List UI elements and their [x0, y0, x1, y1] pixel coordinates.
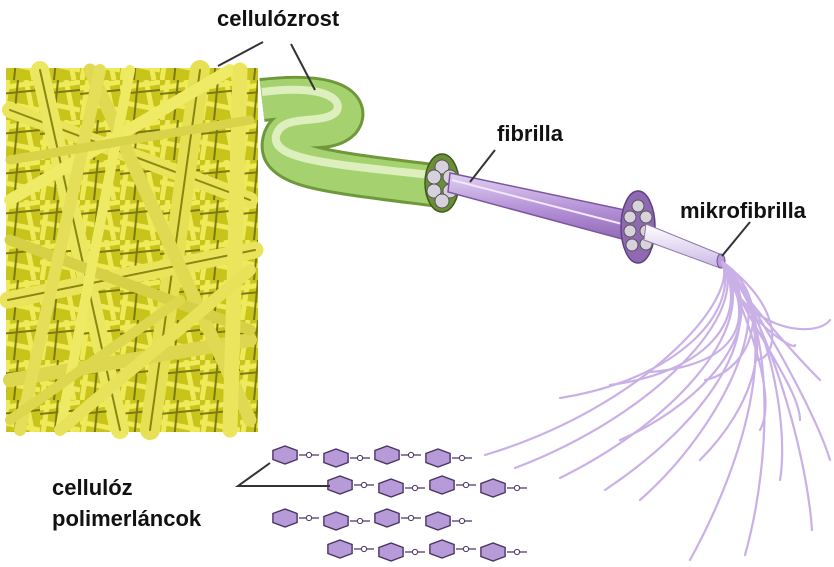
- cellulose-fiber-tube: [262, 90, 440, 186]
- polymer-chain-row: [328, 540, 527, 561]
- glucose-ring: [430, 540, 454, 558]
- oxygen-atom: [459, 518, 464, 523]
- polymer-chain-row: [273, 509, 472, 530]
- fibril-leader-line: [470, 150, 495, 182]
- glucose-ring: [375, 446, 399, 464]
- microfibril-tube: [644, 224, 725, 268]
- microfibril-label: mikrofibrilla: [680, 198, 806, 224]
- glucose-ring: [324, 449, 348, 467]
- glucose-ring: [328, 540, 352, 558]
- polymer-chains-label: cellulóz polimerláncok: [52, 472, 201, 534]
- glucose-ring: [426, 512, 450, 530]
- chains-leader-lines: [238, 463, 330, 486]
- microfibril-strand: [722, 262, 812, 530]
- glucose-ring: [430, 476, 454, 494]
- glucose-ring: [324, 512, 348, 530]
- oxygen-atom: [412, 549, 417, 554]
- glucose-ring: [379, 479, 403, 497]
- glucose-ring: [481, 543, 505, 561]
- oxygen-atom: [463, 482, 468, 487]
- fibril-label: fibrilla: [497, 121, 563, 147]
- microfibril-strand: [560, 262, 733, 478]
- oxygen-atom: [514, 549, 519, 554]
- cellulose-polymer-chains: [273, 446, 527, 561]
- oxygen-atom: [459, 455, 464, 460]
- microfibril-leader-line: [722, 222, 750, 256]
- polymer-chains-label-line1: cellulóz: [52, 472, 201, 503]
- cellulose-micrograph: [6, 68, 258, 432]
- cellulose-fiber-label: cellulózrost: [217, 6, 339, 32]
- oxygen-atom: [408, 515, 413, 520]
- oxygen-atom: [357, 455, 362, 460]
- oxygen-atom: [408, 452, 413, 457]
- micrograph-leader-line: [218, 42, 263, 66]
- glucose-ring: [426, 449, 450, 467]
- oxygen-atom: [306, 515, 311, 520]
- microfibril-strand: [605, 262, 740, 490]
- oxygen-atom: [361, 546, 366, 551]
- oxygen-atom: [412, 485, 417, 490]
- oxygen-atom: [357, 518, 362, 523]
- polymer-chain-row: [328, 476, 527, 497]
- oxygen-atom: [306, 452, 311, 457]
- glucose-ring: [273, 509, 297, 527]
- oxygen-atom: [361, 482, 366, 487]
- glucose-ring: [273, 446, 297, 464]
- microfibril-strands: [485, 262, 830, 560]
- glucose-ring: [481, 479, 505, 497]
- glucose-ring: [375, 509, 399, 527]
- oxygen-atom: [463, 546, 468, 551]
- glucose-ring: [379, 543, 403, 561]
- polymer-chains-label-line2: polimerláncok: [52, 503, 201, 534]
- polymer-chain-row: [273, 446, 472, 467]
- oxygen-atom: [514, 485, 519, 490]
- glucose-ring: [328, 476, 352, 494]
- fibril-cone: [448, 173, 648, 246]
